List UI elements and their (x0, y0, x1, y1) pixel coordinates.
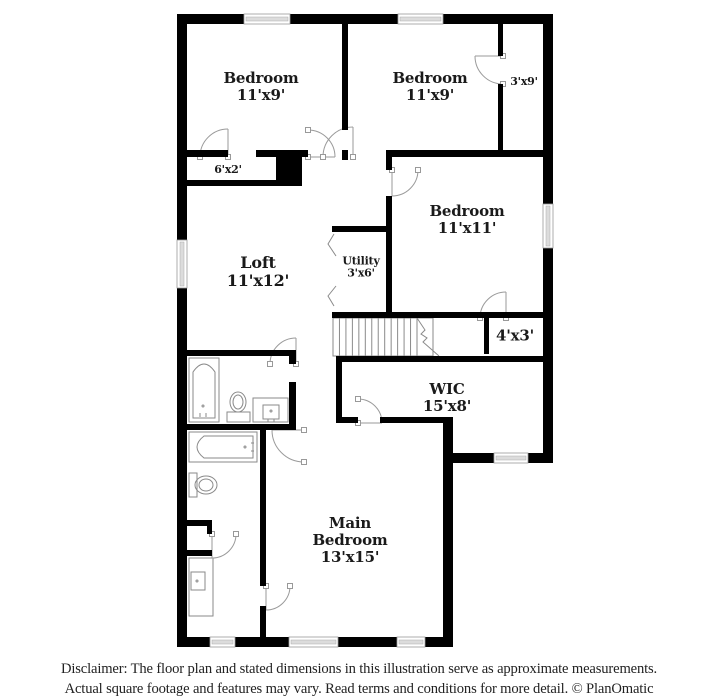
wall (177, 14, 553, 24)
room-dimensions: 4'x3' (495, 326, 535, 345)
wall (260, 424, 266, 586)
wall (187, 350, 296, 356)
floor-plan (176, 13, 554, 648)
wall (386, 150, 392, 170)
bathtub-icon (188, 431, 258, 463)
toilet-icon (226, 391, 251, 423)
wall (336, 417, 358, 423)
window-icon (397, 13, 444, 25)
room-dimensions: 15'x8' (422, 397, 472, 415)
wall (332, 226, 392, 232)
sink-icon (252, 397, 289, 423)
window-icon (288, 636, 339, 648)
door-swing-icon (389, 167, 421, 197)
wall (336, 356, 553, 362)
wall (177, 14, 187, 647)
bifold-door-icon (327, 233, 337, 307)
disclaimer: Disclaimer: The floor plan and stated di… (0, 659, 718, 699)
room-dimensions: 3'x6' (347, 267, 375, 280)
wall (187, 150, 228, 157)
room-label-closet-n: 3'x9' (510, 74, 538, 88)
wall (207, 520, 212, 534)
room-dimensions: 6'x2' (214, 162, 242, 176)
window-icon (542, 203, 554, 249)
window-icon (493, 452, 529, 464)
room-dimensions: 11'x9' (405, 86, 455, 104)
wall (187, 550, 212, 556)
wall (386, 196, 392, 314)
disclaimer-line-2: Actual square footage and features may v… (64, 681, 654, 697)
wall (388, 150, 553, 157)
wall (207, 550, 212, 556)
window-icon (209, 636, 236, 648)
door-swing-icon (320, 126, 356, 160)
wall (342, 14, 348, 130)
wall (342, 150, 348, 160)
room-name: Bedroom (392, 69, 468, 88)
windows (176, 13, 554, 648)
wall (443, 422, 453, 647)
door-swing-icon (271, 427, 307, 465)
window-icon (176, 239, 188, 289)
room-dimensions: 11'x11' (437, 219, 497, 237)
room-label-closet-w: 6'x2' (214, 162, 242, 176)
staircase (332, 317, 440, 357)
room-name: Main (328, 513, 372, 532)
wall (484, 312, 489, 354)
wall (187, 424, 296, 430)
window-icon (396, 636, 426, 648)
room-name: Bedroom (312, 530, 388, 549)
disclaimer-line-1: Disclaimer: The floor plan and stated di… (60, 661, 658, 677)
wall (187, 180, 302, 186)
wall (336, 356, 342, 423)
toilet-icon (188, 472, 218, 498)
door-swing-icon (263, 583, 293, 611)
door-swing-icon (474, 53, 506, 87)
window-icon (243, 13, 291, 25)
wall (533, 312, 553, 318)
bathtub-icon (188, 357, 220, 423)
room-dimensions: 3'x9' (510, 74, 538, 88)
sink-icon (188, 557, 214, 617)
room-dimensions: 11'x9' (236, 86, 286, 104)
room-name: Bedroom (223, 69, 299, 88)
fixtures (188, 233, 337, 617)
wall (489, 312, 506, 318)
wall (187, 520, 212, 526)
room-name: Loft (240, 253, 276, 273)
wall (260, 606, 266, 647)
wall (380, 417, 453, 423)
door-swing-icon (355, 396, 383, 426)
wall (289, 350, 296, 364)
room-name: Bedroom (429, 202, 505, 221)
door-swing-icon (209, 531, 239, 559)
room-label-closet-e: 4'x3' (495, 326, 535, 345)
room-name: Utility (342, 254, 380, 268)
wall (498, 84, 503, 156)
wall (498, 14, 503, 56)
room-dimensions: 13'x15' (320, 547, 380, 566)
room-name: WIC (429, 380, 465, 399)
wall (289, 382, 296, 430)
wall (332, 312, 553, 318)
room-dimensions: 11'x12' (226, 271, 290, 290)
